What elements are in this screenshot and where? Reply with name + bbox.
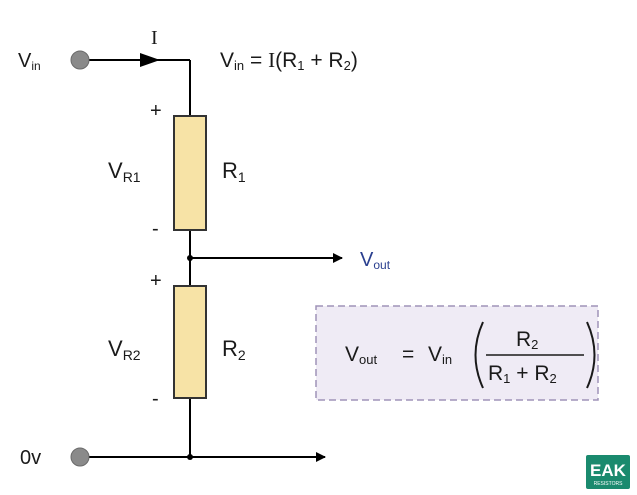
formula-box-background — [315, 305, 599, 401]
vr2-label: VR2 — [108, 336, 141, 363]
logo-background — [586, 455, 630, 489]
logo-subtext: RESISTORS — [594, 481, 623, 487]
r1-plus-sign: + — [150, 100, 162, 122]
current-arrow-icon — [140, 53, 160, 67]
formula-vout: Vout — [345, 343, 377, 367]
ground-label: 0v — [20, 447, 41, 469]
resistor-r2-body — [173, 285, 207, 399]
left-paren-icon — [474, 321, 484, 389]
formula-vin: Vin — [428, 343, 452, 367]
resistor-r1-body — [173, 115, 207, 231]
vout-label: Vout — [360, 249, 391, 272]
right-paren-icon — [586, 321, 596, 389]
ground-terminal-icon — [70, 447, 90, 467]
wires — [80, 59, 343, 462]
vr1-label: VR1 — [108, 158, 141, 185]
r2-label: R2 — [222, 336, 246, 363]
formula-denominator: R1 + R2 — [488, 362, 557, 386]
ohms-law-equation: Vin = I(R1 + R2) — [220, 48, 358, 73]
r2-minus-sign: - — [152, 388, 159, 410]
current-label: I — [151, 27, 158, 49]
r2-plus-sign: + — [150, 270, 162, 292]
vin-label: Vin — [18, 50, 41, 73]
r1-label: R1 — [222, 158, 246, 185]
formula-equals: = — [402, 343, 414, 366]
junction-dot-ground — [187, 454, 193, 460]
logo-text: EAK — [590, 461, 627, 480]
junction-dot-vout — [187, 255, 193, 261]
eak-logo: EAK RESISTORS — [586, 455, 630, 489]
r1-minus-sign: - — [152, 218, 159, 240]
formula-numerator: R2 — [516, 328, 538, 352]
divider-formula-box: Vout = Vin R2 R1 + R2 — [315, 305, 599, 401]
vin-terminal-icon — [70, 50, 90, 70]
